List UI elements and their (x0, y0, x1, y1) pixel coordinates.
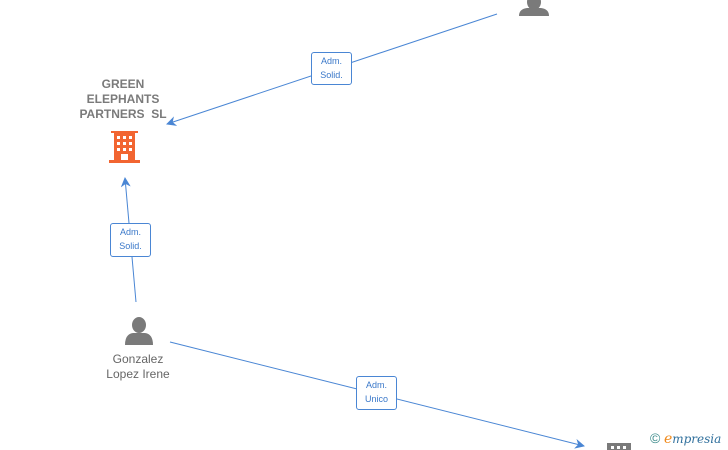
person-icon[interactable] (125, 317, 153, 345)
edge-label-line: Adm. (119, 227, 141, 237)
company-name-line: ELEPHANTS (86, 92, 160, 106)
edge-label-line: Solid. (320, 70, 343, 80)
edge-label-gonzalez-to-bottom-company[interactable]: Adm. Unico (356, 376, 397, 410)
edge-label-gonzalez-to-company[interactable]: Adm. Solid. (110, 223, 151, 257)
copyright-symbol: © (650, 430, 661, 446)
edge-label-line: Adm. (320, 56, 342, 66)
brand-initial: e (663, 431, 673, 447)
person-name-line: Lopez Irene (106, 367, 170, 381)
person-icon[interactable] (519, 0, 549, 16)
brand-name: mpresia (672, 432, 722, 446)
building-icon[interactable] (109, 131, 140, 163)
edge-label-top-person-to-company[interactable]: Adm. Solid. (311, 52, 352, 85)
edge-label-line: Adm. (365, 380, 387, 390)
empresia-watermark: © empresia (650, 430, 721, 448)
person-node-label[interactable]: Gonzalez Lopez Irene (86, 352, 190, 382)
person-name-line: Gonzalez (112, 352, 164, 366)
edge-label-line: Unico (364, 394, 388, 404)
edge-label-line: Solid. (119, 241, 142, 251)
company-node-label[interactable]: GREEN ELEPHANTS PARTNERS SL (64, 77, 182, 122)
building-icon[interactable] (607, 443, 631, 450)
company-name-line: PARTNERS SL (79, 107, 167, 121)
company-name-line: GREEN (101, 77, 145, 91)
